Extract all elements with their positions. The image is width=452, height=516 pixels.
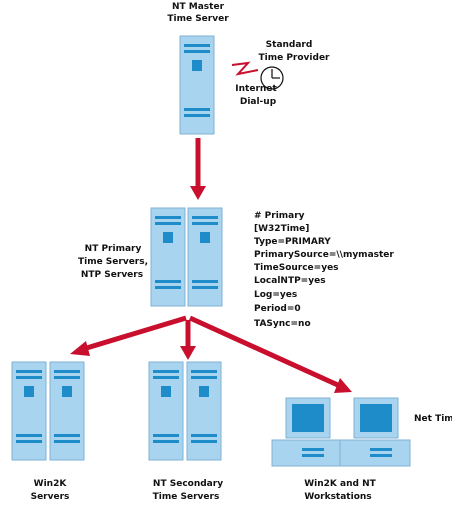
dialup-label-line1: Internet	[235, 84, 277, 94]
config-line-3: Type=PRIMARY	[254, 237, 331, 247]
provider-label-line2: Time Provider	[259, 53, 331, 63]
primary-server-1-icon[interactable]	[150, 207, 186, 307]
master-label-line2: Time Server	[167, 14, 229, 24]
config-line-9: TASync=no	[254, 319, 311, 329]
arrowhead-workstations	[334, 378, 352, 393]
net-time-label: Net Time	[414, 414, 452, 424]
arrow-primary-to-workstations	[188, 315, 342, 389]
secondary-label-line1: NT Secondary	[153, 479, 223, 489]
workstation-1-icon[interactable]	[271, 397, 343, 467]
config-line-2: [W32Time]	[254, 224, 309, 234]
master-label: NT Master Time Server	[167, 2, 229, 24]
primary-label-line2: Time Servers,	[78, 257, 148, 267]
provider-label-line1: Standard	[266, 40, 313, 50]
config-line-1: # Primary	[254, 211, 305, 221]
secondary-server-2-icon[interactable]	[186, 361, 222, 461]
config-line-8: Period=0	[254, 304, 301, 314]
master-label-line1: NT Master	[172, 2, 225, 12]
win2k-server-1-icon[interactable]	[11, 361, 47, 461]
arrows	[79, 138, 342, 389]
arrowhead-win2k	[70, 341, 90, 356]
arrowhead-master	[190, 186, 206, 200]
workstation-2-icon[interactable]	[339, 397, 411, 467]
config-line-4: PrimarySource=\\mymaster	[254, 250, 394, 260]
win2k-servers-label-line2: Servers	[31, 492, 70, 502]
config-line-7: Log=yes	[254, 290, 297, 300]
dialup-lightning-icon	[231, 61, 259, 76]
primary-server-2-icon[interactable]	[187, 207, 223, 307]
config-line-5: TimeSource=yes	[254, 263, 339, 273]
dialup-label-line2: Dial-up	[240, 97, 277, 107]
arrowhead-secondary	[180, 346, 196, 360]
clock-icon	[260, 66, 284, 90]
win2k-server-2-icon[interactable]	[49, 361, 85, 461]
master-server-icon[interactable]	[179, 35, 215, 135]
workstations-label-line1: Win2K and NT	[304, 479, 376, 489]
primary-label-line1: NT Primary	[85, 244, 142, 254]
workstations-label-line2: Workstations	[304, 492, 371, 502]
secondary-label-line2: Time Servers	[153, 492, 220, 502]
config-line-6: LocalNTP=yes	[254, 276, 326, 286]
win2k-servers-label-line1: Win2K	[34, 479, 68, 489]
secondary-server-1-icon[interactable]	[148, 361, 184, 461]
primary-config: # Primary [W32Time] Type=PRIMARY Primary…	[254, 211, 394, 329]
arrow-primary-to-win2k	[79, 315, 187, 353]
primary-label-line3: NTP Servers	[81, 270, 143, 280]
